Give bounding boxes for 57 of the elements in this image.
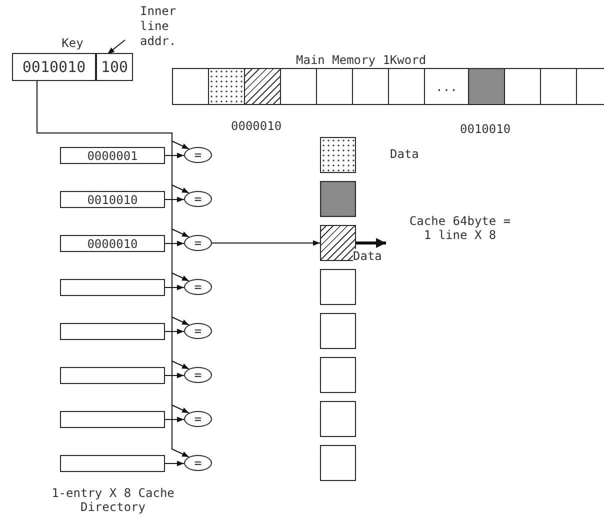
arrow [164,284,184,290]
group-heading: Main Memory 1Kword [296,53,426,67]
comparator-ellipse: = [184,323,212,339]
arrow [164,196,184,202]
directory-entry [60,455,165,472]
memory-cell [172,68,209,105]
cache-size-note: Cache 64byte = 1 line X 8 [408,214,512,242]
comparator-ellipse: = [184,455,212,471]
directory-caption: 1-entry X 8 Cache Directory [50,486,176,514]
group-heading: Key [60,36,84,50]
memory-cell [316,68,353,105]
memory-cell [244,68,281,105]
data-label: Data [390,147,419,161]
arrow [356,238,386,248]
arrow [164,372,184,378]
comparator-ellipse: = [184,191,212,207]
cache-line-block [320,269,356,305]
arrow [164,416,184,422]
edge-label: Data [353,249,382,263]
memory-cell [504,68,541,105]
cache-line-block [320,181,356,217]
cache-line-block [320,313,356,349]
arrow [107,40,126,54]
register-field: 100 [96,53,133,81]
comparator-ellipse: = [184,367,212,383]
cache-line-block [320,401,356,437]
directory-entry [60,279,165,296]
cache-line-block [320,357,356,393]
directory-entry: 0000001 [60,147,165,164]
memory-cell [468,68,505,105]
cache-line-block [320,445,356,481]
memory-cell [388,68,425,105]
address-note: Inner line addr. [140,4,188,49]
comparator-ellipse: = [184,279,212,295]
memory-cell [540,68,577,105]
arrow [164,152,184,158]
address-label: 0000010 [231,119,282,133]
directory-entry: 0000010 [60,235,165,252]
directory-entry: 0010010 [60,191,165,208]
register-field: 0010010 [12,53,96,81]
arrow [164,240,184,246]
directory-entry [60,411,165,428]
arrow [164,328,184,334]
address-label: 0010010 [460,122,511,136]
directory-entry [60,367,165,384]
comparator-ellipse: = [184,411,212,427]
memory-cell: ... [424,68,469,105]
memory-cell [352,68,389,105]
memory-cell [576,68,604,105]
directory-entry [60,323,165,340]
memory-cell [208,68,245,105]
memory-cell [280,68,317,105]
arrow [212,240,320,246]
comparator-ellipse: = [184,147,212,163]
comparator-ellipse: = [184,235,212,251]
cache-line-block [320,137,356,173]
arrow [164,460,184,466]
